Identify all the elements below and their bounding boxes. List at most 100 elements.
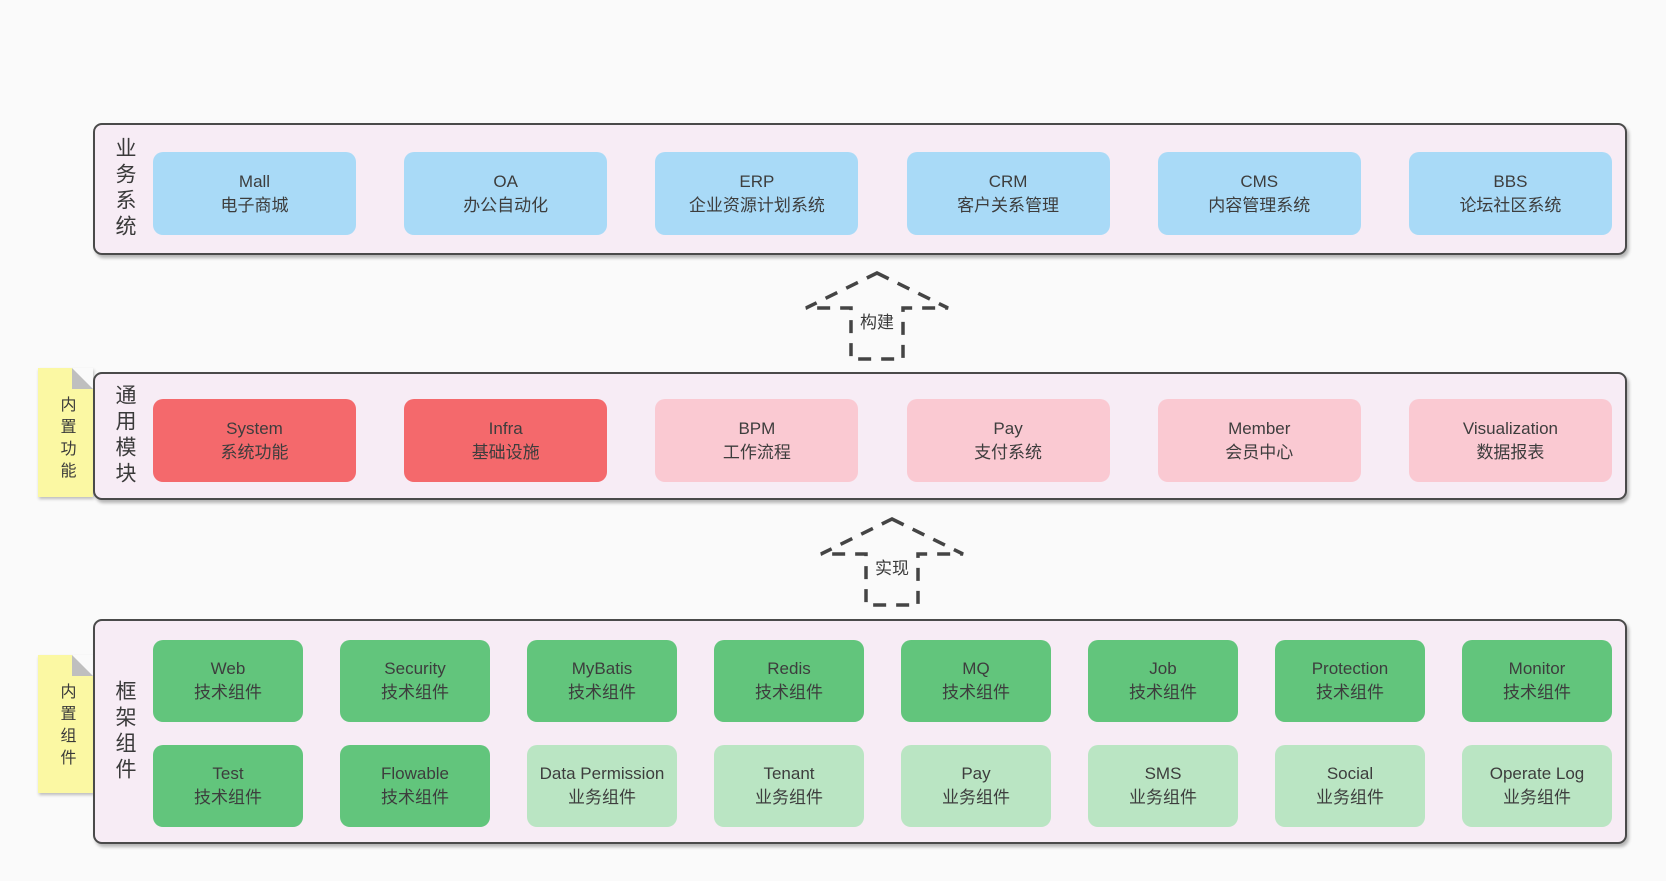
layer-business-systems: 业务系统 Mall 电子商城 OA 办公自动化 ERP 企业资源计划系统 CRM… (93, 123, 1627, 255)
layer-label-modules: 通用模块 (113, 384, 136, 488)
node-title: Security (384, 659, 446, 678)
node-subtitle: 业务组件 (568, 788, 636, 807)
module-nodes-row: System 系统功能 Infra 基础设施 BPM 工作流程 Pay 支付系统… (153, 399, 1612, 482)
node-crm: CRM 客户关系管理 (906, 152, 1110, 235)
node-title: Visualization (1462, 418, 1558, 438)
node-pay: Pay 支付系统 (906, 399, 1110, 482)
node-erp: ERP 企业资源计划系统 (655, 152, 859, 235)
node-title: Infra (488, 418, 523, 438)
node-member: Member 会员中心 (1157, 399, 1361, 482)
node-subtitle: 技术组件 (381, 683, 449, 702)
layer-label-business: 业务系统 (113, 137, 136, 241)
node-subtitle: 业务组件 (1503, 788, 1571, 807)
node-subtitle: 技术组件 (1129, 683, 1197, 702)
node-subtitle: 业务组件 (1129, 788, 1197, 807)
node-data-permission: Data Permission 业务组件 (527, 745, 677, 827)
node-title: OA (493, 171, 518, 191)
node-subtitle: 会员中心 (1225, 442, 1294, 462)
layer-label-components: 框架组件 (113, 679, 136, 784)
node-title: Job (1149, 659, 1177, 678)
node-mall: Mall 电子商城 (153, 152, 356, 235)
node-title: Monitor (1508, 659, 1566, 678)
node-monitor: Monitor 技术组件 (1462, 640, 1612, 722)
node-title: SMS (1144, 764, 1182, 783)
node-job: Job 技术组件 (1088, 640, 1238, 722)
node-subtitle: 技术组件 (1503, 683, 1571, 702)
component-nodes-row-1: Web 技术组件 Security 技术组件 MyBatis 技术组件 Redi… (153, 640, 1612, 722)
node-title: Pay (961, 764, 991, 783)
node-tenant: Tenant 业务组件 (714, 745, 864, 827)
node-web: Web 技术组件 (153, 640, 303, 722)
node-title: MQ (962, 659, 990, 678)
node-system: System 系统功能 (153, 399, 356, 482)
arrow-build-label: 构建 (856, 308, 898, 333)
node-mq: MQ 技术组件 (901, 640, 1051, 722)
arrow-implement: 实现 (817, 516, 967, 608)
node-subtitle: 内容管理系统 (1208, 195, 1311, 215)
node-title: ERP (739, 171, 775, 191)
node-title: CRM (988, 171, 1028, 191)
node-pay-business: Pay 业务组件 (901, 745, 1051, 827)
node-visualization: Visualization 数据报表 (1408, 399, 1612, 482)
node-subtitle: 系统功能 (220, 442, 289, 462)
node-title: Operate Log (1489, 764, 1585, 783)
node-subtitle: 论坛社区系统 (1459, 195, 1562, 215)
node-security: Security 技术组件 (340, 640, 490, 722)
node-subtitle: 技术组件 (755, 683, 823, 702)
node-subtitle: 企业资源计划系统 (688, 195, 825, 215)
node-subtitle: 办公自动化 (463, 195, 549, 215)
node-subtitle: 技术组件 (194, 788, 262, 807)
node-subtitle: 业务组件 (1316, 788, 1384, 807)
node-bbs: BBS 论坛社区系统 (1408, 152, 1612, 235)
node-subtitle: 工作流程 (722, 442, 791, 462)
node-subtitle: 电子商城 (220, 195, 289, 215)
component-nodes-row-2: Test 技术组件 Flowable 技术组件 Data Permission … (153, 745, 1612, 827)
node-subtitle: 支付系统 (974, 442, 1043, 462)
node-title: MyBatis (571, 659, 633, 678)
node-bpm: BPM 工作流程 (655, 399, 859, 482)
node-title: Web (210, 659, 246, 678)
node-subtitle: 技术组件 (381, 788, 449, 807)
node-title: Protection (1311, 659, 1389, 678)
node-flowable: Flowable 技术组件 (340, 745, 490, 827)
node-title: Pay (993, 418, 1023, 438)
node-cms: CMS 内容管理系统 (1157, 152, 1361, 235)
node-subtitle: 技术组件 (1316, 683, 1384, 702)
node-protection: Protection 技术组件 (1275, 640, 1425, 722)
node-title: Mall (238, 171, 271, 191)
node-title: Member (1228, 418, 1291, 438)
layer-common-modules: 通用模块 System 系统功能 Infra 基础设施 BPM 工作流程 Pay… (93, 372, 1627, 500)
node-subtitle: 技术组件 (942, 683, 1010, 702)
node-test: Test 技术组件 (153, 745, 303, 827)
node-title: Tenant (763, 764, 815, 783)
node-subtitle: 数据报表 (1476, 442, 1545, 462)
node-mybatis: MyBatis 技术组件 (527, 640, 677, 722)
node-operate-log: Operate Log 业务组件 (1462, 745, 1612, 827)
node-subtitle: 技术组件 (568, 683, 636, 702)
business-nodes-row: Mall 电子商城 OA 办公自动化 ERP 企业资源计划系统 CRM 客户关系… (153, 152, 1612, 235)
node-infra: Infra 基础设施 (404, 399, 608, 482)
node-title: Flowable (380, 764, 450, 783)
node-subtitle: 业务组件 (942, 788, 1010, 807)
node-social: Social 业务组件 (1275, 745, 1425, 827)
node-redis: Redis 技术组件 (714, 640, 864, 722)
node-title: Data Permission (539, 764, 665, 783)
node-subtitle: 客户关系管理 (957, 195, 1060, 215)
node-title: CMS (1240, 171, 1279, 191)
node-title: BPM (738, 418, 776, 438)
node-subtitle: 业务组件 (755, 788, 823, 807)
layer-framework-components: 框架组件 Web 技术组件 Security 技术组件 MyBatis 技术组件… (93, 619, 1627, 844)
sticky-note-text: 内置功能 (57, 396, 75, 484)
node-subtitle: 技术组件 (194, 683, 262, 702)
sticky-note-text: 内置组件 (57, 683, 75, 771)
sticky-note-builtin-components: 内置组件 (38, 655, 93, 793)
node-title: Test (212, 764, 244, 783)
node-sms: SMS 业务组件 (1088, 745, 1238, 827)
node-subtitle: 基础设施 (471, 442, 540, 462)
sticky-note-builtin-functions: 内置功能 (38, 368, 93, 497)
arrow-implement-label: 实现 (871, 554, 913, 579)
node-title: Redis (767, 659, 811, 678)
node-oa: OA 办公自动化 (404, 152, 608, 235)
arrow-build: 构建 (802, 270, 952, 362)
